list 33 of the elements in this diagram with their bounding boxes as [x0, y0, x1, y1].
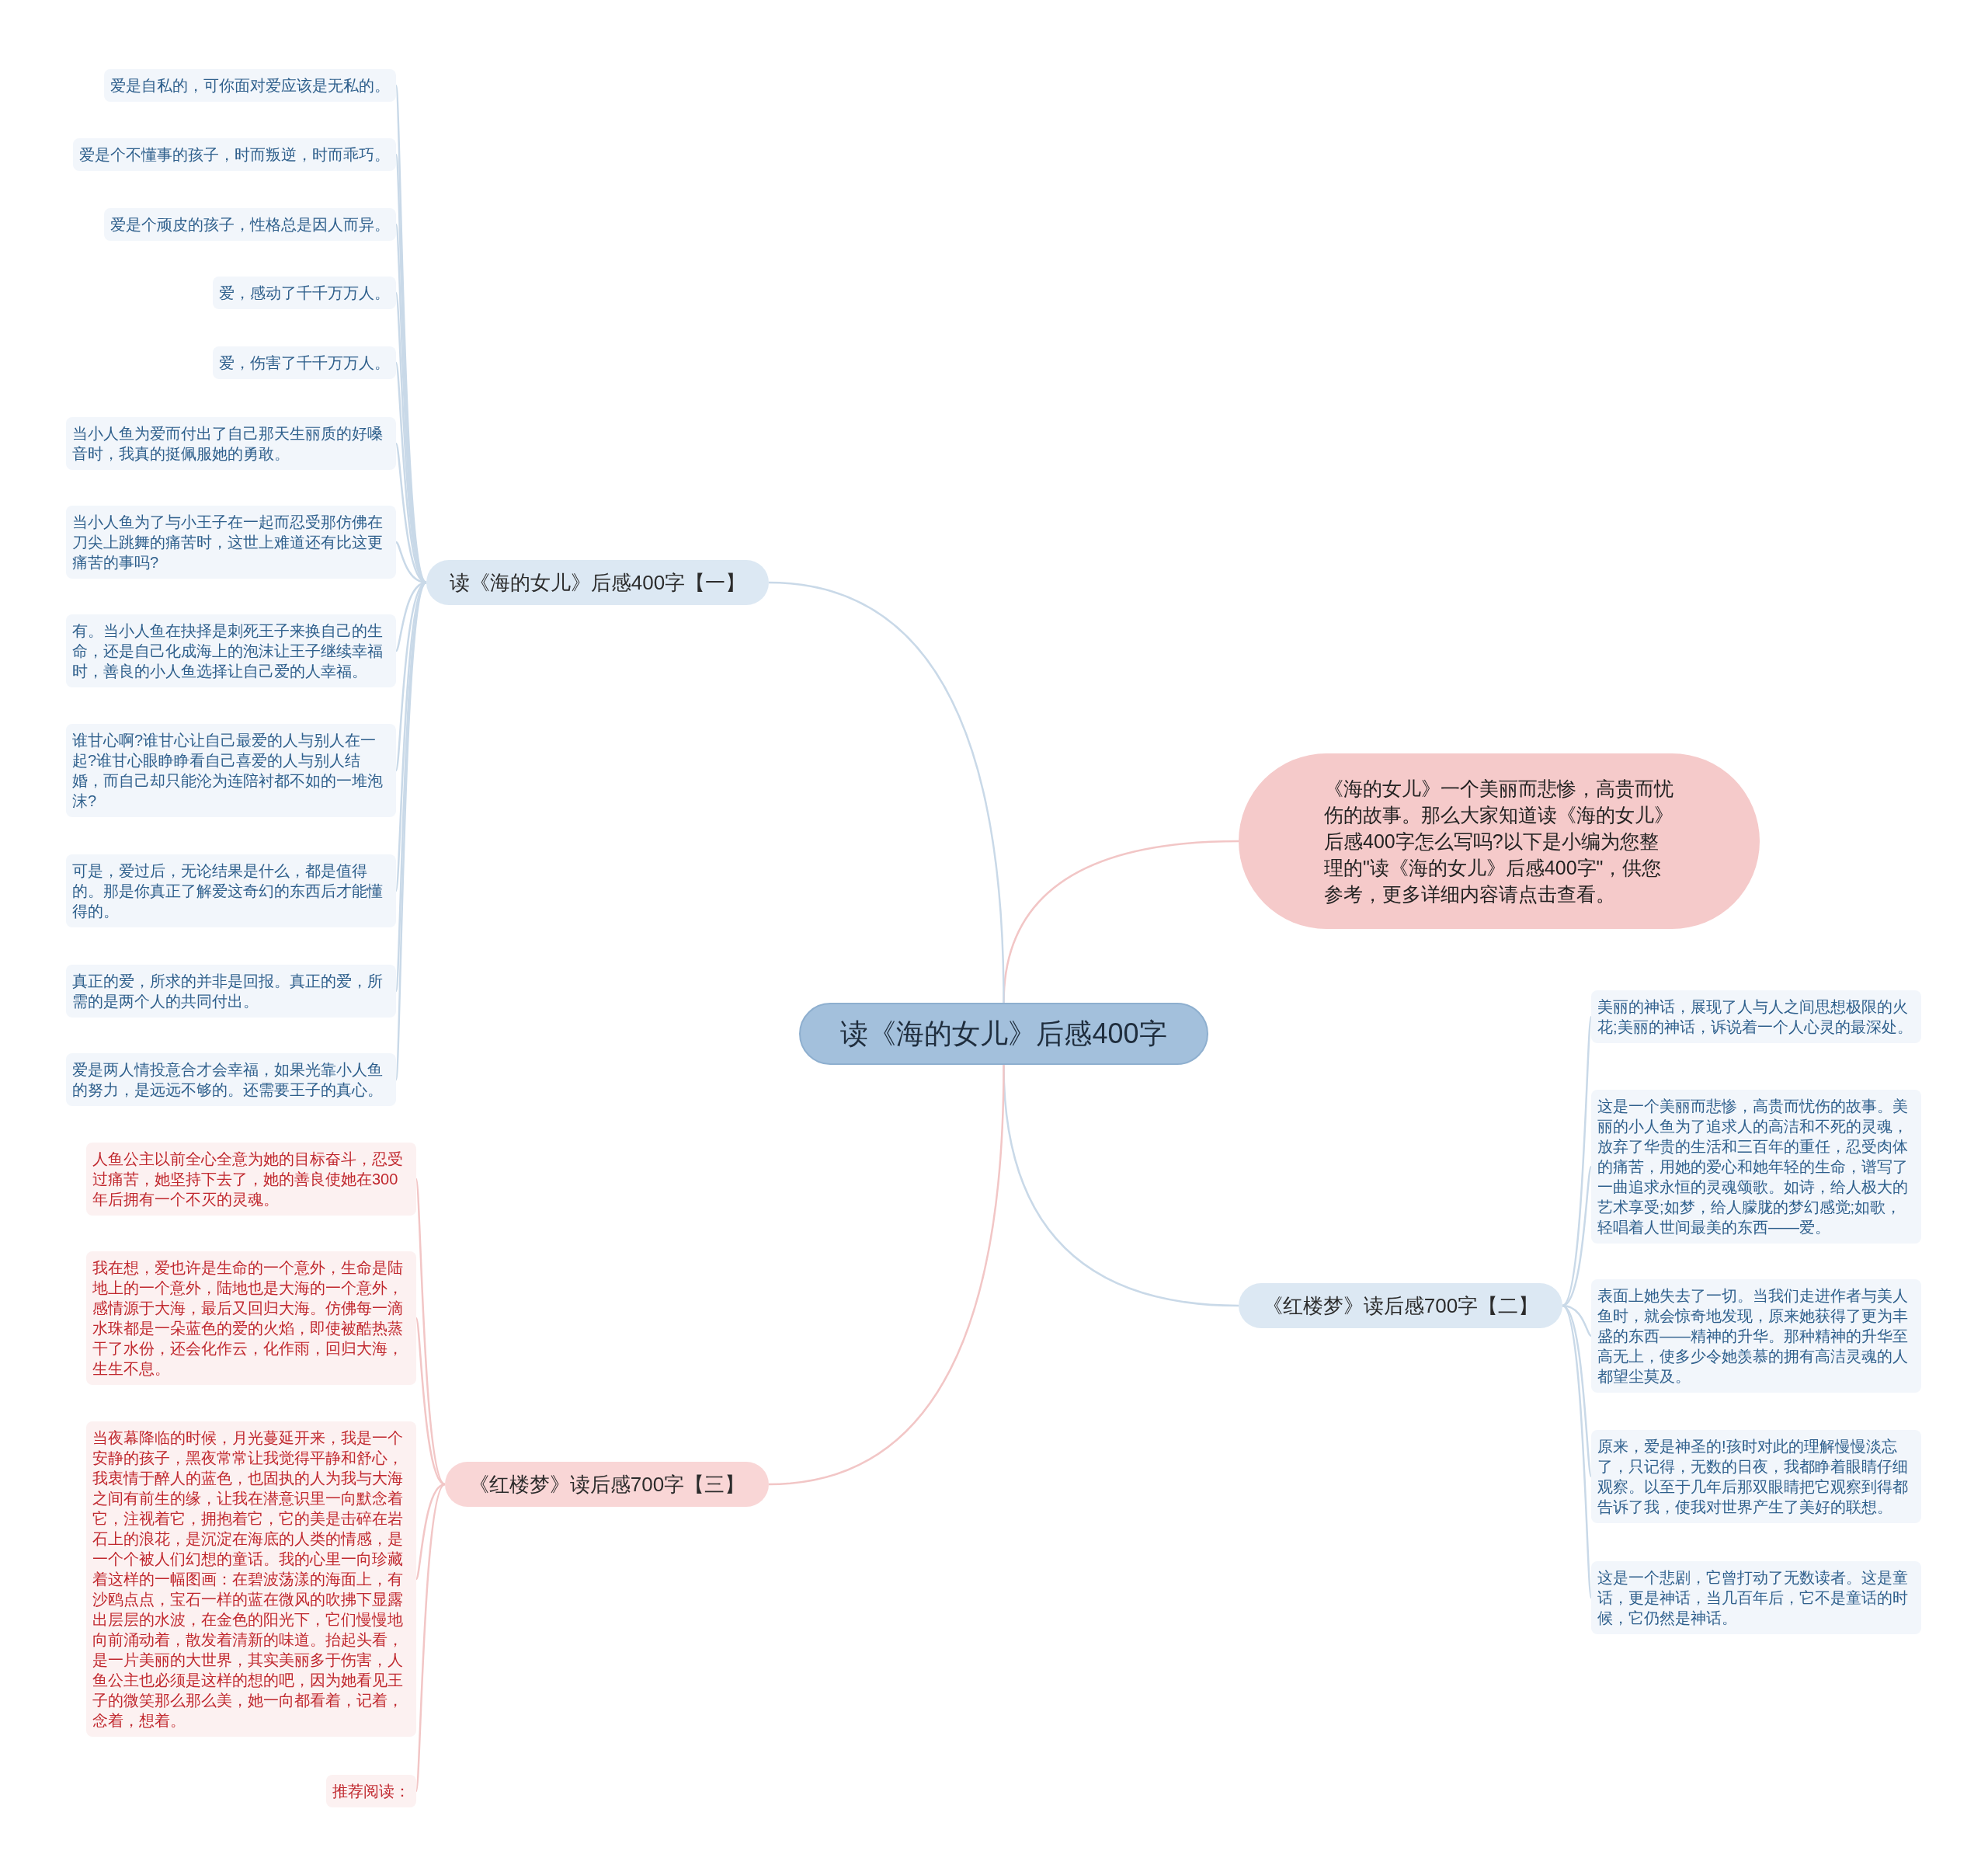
text-card: 有。当小人鱼在抉择是刺死王子来换自己的生命，还是自己化成海上的泡沫让王子继续幸福时，善良的小人鱼选择让自己爱的人幸福。 — [66, 614, 396, 687]
text-card: 谁甘心啊?谁甘心让自己最爱的人与别人在一起?谁甘心眼睁睁看自己喜爱的人与别人结婚，而自己却只能沦为连陪衬都不如的一堆泡沫? — [66, 724, 396, 817]
text-card: 美丽的神话，展现了人与人之间思想极限的火花;美丽的神话，诉说着一个人心灵的最深处。 — [1591, 990, 1921, 1043]
text-card: 这是一个美丽而悲惨，高贵而忧伤的故事。美丽的小人鱼为了追求人的高洁和不死的灵魂，放弃了华贵的生活和三百年的重任，忍受肉体的痛苦，用她的爱心和她年轻的生命，谱写了一曲追求永恒的灵魂颂歌。如诗，给人极大的艺术享受;如梦，给人朦胧的梦幻感觉;如歌，轻唱着人世间最美的东西——爱。 — [1591, 1090, 1921, 1244]
text-card: 爱，感动了千千万万人。 — [213, 277, 396, 309]
text-card: 爱是两人情投意合才会幸福，如果光靠小人鱼的努力，是远远不够的。还需要王子的真心。 — [66, 1053, 396, 1106]
branch-topic: 《红楼梦》读后感700字【二】 — [1239, 1283, 1562, 1328]
text-card: 可是，爱过后，无论结果是什么，都是值得的。那是你真正了解爱这奇幻的东西后才能懂得的。 — [66, 854, 396, 927]
text-card: 当夜幕降临的时候，月光蔓延开来，我是一个安静的孩子，黑夜常常让我觉得平静和舒心，我衷情于醉人的蓝色，也固执的人为我与大海之间有前生的缘，让我在潜意识里一向默念着它，注视着它，拥抱着它，它的美是击碎在岩石上的浪花，是沉淀在海底的人类的情感，是一个个被人们幻想的童话。我的心里一向珍藏着这样的一幅图画：在碧波荡漾的海面上，有沙鸥点点，宝石一样的蓝在微风的吹拂下显露出层层的水波，在金色的阳光下，它们慢慢地向前涌动着，散发着清新的味道。抬起头看，是一片美丽的大世界，其实美丽多于伤害，人鱼公主也必须是这样的想的吧，因为她看见王子的微笑那么那么美，她一向都看着，记着，念着，想着。 — [86, 1421, 416, 1737]
text-card: 当小人鱼为爱而付出了自己那天生丽质的好嗓音时，我真的挺佩服她的勇敢。 — [66, 417, 396, 470]
connector-line — [768, 581, 1005, 1004]
connector-line — [415, 1178, 446, 1485]
text-card: 爱是个不懂事的孩子，时而叛逆，时而乖巧。 — [73, 138, 396, 171]
text-card: 爱，伤害了千千万万人。 — [213, 346, 396, 379]
branch-topic: 《红楼梦》读后感700字【三】 — [445, 1462, 769, 1507]
connector-line — [1562, 1305, 1593, 1598]
text-card: 人鱼公主以前全心全意为她的目标奋斗，忍受过痛苦，她坚持下去了，她的善良使她在300年后拥有一个不灭的灵魂。 — [86, 1143, 416, 1216]
text-card: 表面上她失去了一切。当我们走进作者与美人鱼时，就会惊奇地发现，原来她获得了更为丰盛的东西——精神的升华。那种精神的升华至高无上，使多少令她羡慕的拥有高洁灵魂的人都望尘莫及。 — [1591, 1279, 1921, 1393]
connector-line — [415, 1317, 446, 1486]
intro-bubble: 《海的女儿》一个美丽而悲惨，高贵而忧伤的故事。那么大家知道读《海的女儿》后感400字怎么写吗?以下是小编为您整理的"读《海的女儿》后感400字"，供您参考，更多详细内容请点击查看。 — [1239, 753, 1760, 929]
connector-line — [768, 1064, 1005, 1486]
text-card: 爱是个顽皮的孩子，性格总是因人而异。 — [104, 208, 396, 241]
text-card: 真正的爱，所求的并非是回报。真正的爱，所需的是两个人的共同付出。 — [66, 965, 396, 1018]
root-topic: 读《海的女儿》后感400字 — [799, 1003, 1208, 1065]
text-card: 原来，爱是神圣的!孩时对此的理解慢慢淡忘了，只记得，无数的日夜，我都睁着眼睛仔细观察。以至于几年后那双眼睛把它观察到得都告诉了我，使我对世界产生了美好的联想。 — [1591, 1430, 1921, 1523]
branch-topic: 读《海的女儿》后感400字【一】 — [426, 560, 769, 605]
text-card: 我在想，爱也许是生命的一个意外，生命是陆地上的一个意外，陆地也是大海的一个意外，感情源于大海，最后又回归大海。仿佛每一滴水珠都是一朵蓝色的爱的火焰，即使被酷热蒸干了水份，还会化作云，化作雨，回归大海，生生不息。 — [86, 1251, 416, 1385]
connector-line — [1562, 1016, 1593, 1306]
connector-line — [415, 1484, 446, 1792]
text-card: 推荐阅读： — [326, 1775, 416, 1807]
text-card: 这是一个悲剧，它曾打动了无数读者。这是童话，更是神话，当几百年后，它不是童话的时候，它仍然是神话。 — [1591, 1561, 1921, 1634]
text-card: 爱是自私的，可你面对爱应该是无私的。 — [104, 69, 396, 102]
text-card: 当小人鱼为了与小王子在一起而忍受那仿佛在刀尖上跳舞的痛苦时，这世上难道还有比这更痛苦的事吗? — [66, 506, 396, 579]
